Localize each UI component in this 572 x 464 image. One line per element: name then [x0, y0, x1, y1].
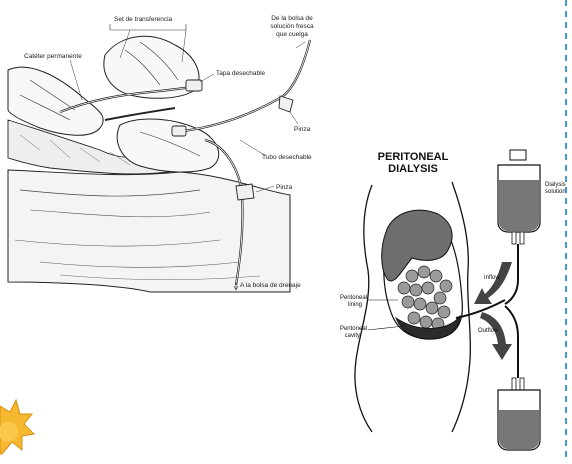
label-fresh-solution-2: solución fresca [270, 23, 314, 30]
label-peritoneal-cavity-1: Peritoneal [340, 326, 367, 332]
label-disposable-tube: Tubo desechable [262, 154, 312, 161]
label-peritoneal-lining-1: Peritoneal [340, 295, 367, 301]
label-fresh-solution-1: De la bolsa de [271, 15, 313, 22]
label-to-drain-bag: A la bolsa de drenaje [240, 282, 301, 289]
label-fresh-solution-3: que cuelga [276, 31, 308, 38]
label-clamp-lower: Pinza [276, 184, 293, 191]
label-disposable-cap: Tapa desechable [216, 70, 266, 77]
drainage-bag [498, 378, 540, 450]
body-silhouette [355, 185, 372, 432]
label-permanent-catheter: Catéter permanente [24, 53, 82, 60]
label-dialysis-solution-2: solution [545, 189, 566, 195]
clamp-upper [279, 96, 293, 112]
clamp-lower [236, 184, 254, 200]
inflow-arrow [474, 262, 512, 304]
dialysis-solution-bag [498, 150, 540, 244]
label-peritoneal-cavity-2: cavity [345, 333, 360, 339]
diagram-title-line-1: PERITONEAL [378, 151, 449, 163]
label-peritoneal-lining-2: lining [348, 302, 362, 308]
transfer-tube [105, 108, 175, 120]
diagram-title-line-2: DIALYSIS [388, 163, 438, 175]
sun-decoration [0, 400, 34, 454]
label-outflow: Outflow [478, 328, 499, 334]
catheter-hands-illustration: Set de transferencia Catéter permanente … [8, 15, 314, 292]
label-clamp-upper: Pinza [294, 126, 311, 133]
label-transfer-set: Set de transferencia [114, 16, 173, 23]
peritoneal-dialysis-diagram: PERITONEAL DIALYSIS [340, 150, 566, 450]
outflow-arrow [480, 312, 512, 360]
disposable-cap [186, 80, 202, 91]
label-inflow: Inflow [484, 275, 500, 281]
label-dialysis-solution-1: Dialysis [545, 182, 566, 188]
